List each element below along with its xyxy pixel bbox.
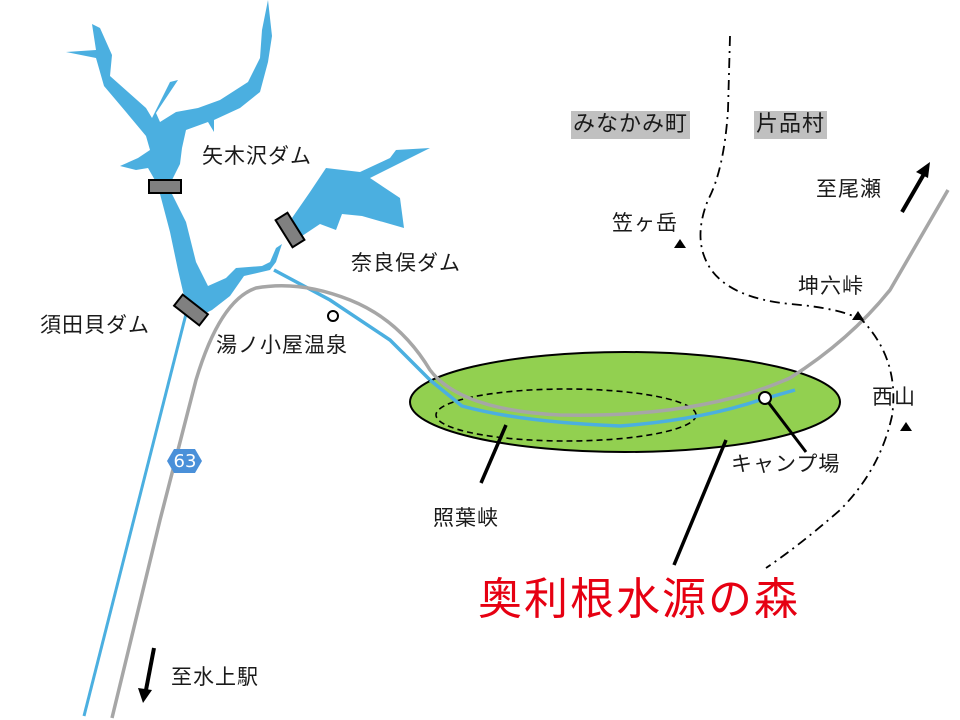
municipality-katashina: 片品村 bbox=[754, 111, 828, 139]
map-title: 奥利根水源の森 bbox=[478, 574, 800, 625]
river-upper bbox=[160, 194, 282, 318]
label-naramata-dam: 奈良俣ダム bbox=[351, 251, 461, 275]
route-number: 63 bbox=[173, 450, 197, 472]
campground-leader bbox=[763, 397, 808, 453]
campground-marker bbox=[758, 391, 772, 405]
river-forest bbox=[428, 378, 796, 428]
label-nishiyama: 西山 bbox=[872, 385, 916, 409]
label-yagisawa-dam: 矢木沢ダム bbox=[202, 144, 312, 168]
river-south bbox=[82, 313, 188, 717]
label-hot-spring: 湯ノ小屋温泉 bbox=[216, 333, 348, 357]
label-to-minakami-station: 至水上駅 bbox=[171, 665, 259, 689]
arrow-to-minakami-icon bbox=[138, 647, 156, 703]
nishiyama-peak-icon bbox=[900, 422, 912, 431]
naramata-dam bbox=[274, 211, 306, 249]
label-campground: キャンプ場 bbox=[731, 452, 841, 476]
kasagatake-peak-icon bbox=[674, 239, 686, 248]
forest-title-leader bbox=[672, 439, 728, 566]
gorge-leader bbox=[479, 424, 508, 484]
label-kasagatake: 笠ヶ岳 bbox=[612, 211, 678, 235]
road-63 bbox=[110, 189, 950, 719]
route-63-badge: 63 bbox=[160, 442, 210, 480]
hot-spring-marker bbox=[327, 310, 339, 322]
municipal-boundary bbox=[699, 35, 895, 569]
route-63-badge-shape bbox=[167, 449, 202, 473]
label-to-oze: 至尾瀬 bbox=[816, 177, 882, 201]
forest-area bbox=[409, 351, 841, 453]
arrow-to-oze-icon bbox=[900, 162, 930, 214]
municipality-minakami: みなかみ町 bbox=[571, 111, 691, 139]
yagisawa-dam bbox=[148, 179, 182, 194]
label-gorge: 照葉峡 bbox=[433, 506, 499, 530]
yagisawa-reservoir bbox=[66, 0, 272, 182]
label-sudagai-dam: 須田貝ダム bbox=[40, 313, 150, 337]
konroku-pass-peak-icon bbox=[852, 311, 864, 320]
naramata-reservoir bbox=[292, 148, 430, 236]
sudagai-dam bbox=[172, 293, 210, 327]
label-konroku-pass: 坤六峠 bbox=[798, 274, 864, 298]
